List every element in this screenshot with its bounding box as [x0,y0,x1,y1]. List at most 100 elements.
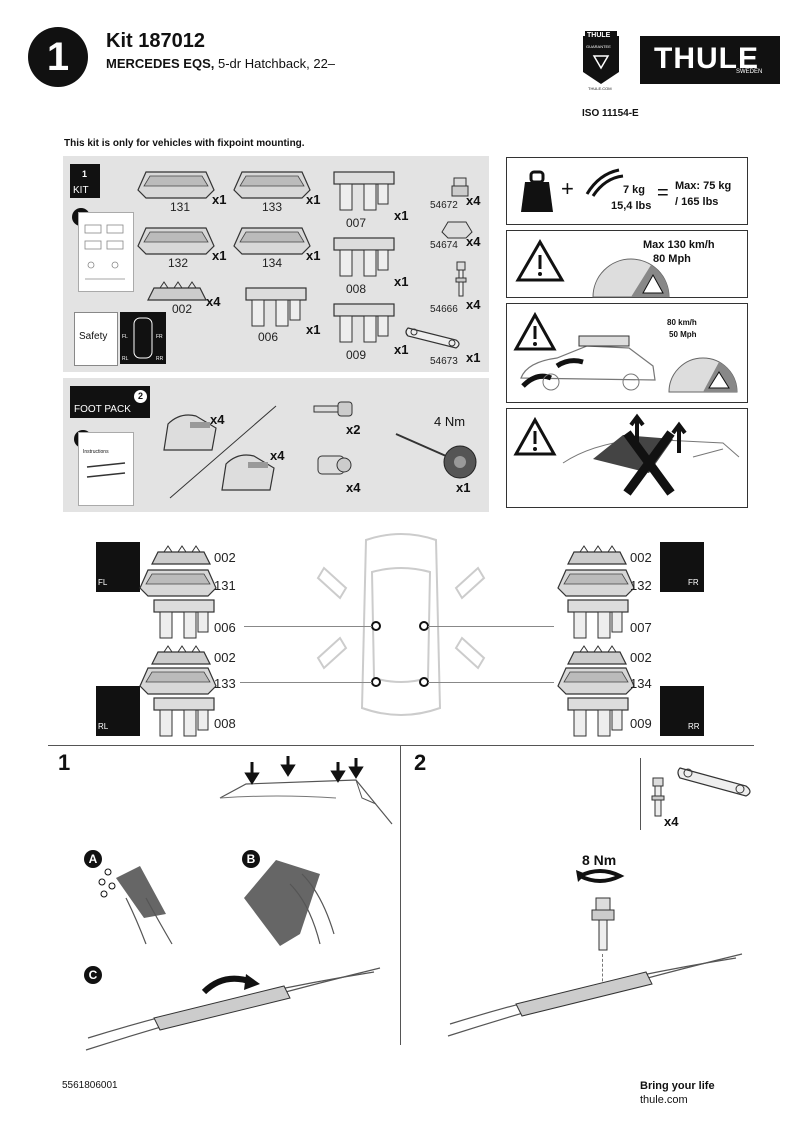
spray-clean-icon [98,866,173,945]
foot-2-icon [221,454,275,491]
fl-bracket-icon [153,599,215,639]
rl-corner-tile: RL [96,686,140,736]
pad-133-icon [233,171,311,199]
foot-1-qty: x4 [210,412,225,427]
fr-bracket-icon [567,599,629,639]
pad-132-icon [137,227,215,255]
vehicle-make: MERCEDES EQS, [106,56,215,71]
fl-foot-code: 131 [214,578,236,593]
fr-foot-code: 132 [630,578,652,593]
rl-foot-code: 133 [214,676,236,691]
step2-bolt-icon [591,897,615,951]
fl-label: FL [98,578,108,587]
bolt-54666-icon [455,261,467,297]
rl-pad-icon [151,645,211,665]
nut-54672-icon [451,177,469,197]
speedometer-icon [668,357,738,393]
pad-134-qty: x1 [306,248,321,263]
foot-pack-num: 2 [137,391,143,401]
warning-triangle-icon [513,311,557,351]
badge-brand: THULE [587,32,611,39]
car-roof-arrows-icon [219,756,393,825]
foot-pack-num-circle: 2 [134,390,147,403]
bracket-008-qty: x1 [394,274,409,289]
part-54672-qty: x4 [466,193,481,208]
foot-instruction-sheet: Instructions [78,432,134,506]
pad-002-code: 002 [172,302,193,316]
sheet-sketch-icon [84,224,125,280]
bracket-007-icon [333,171,395,211]
leader-line-rr [428,682,554,683]
wipe-cloth-icon [244,860,335,946]
logo-sub: SWEDEN [736,69,763,75]
mounting-notice: This kit is only for vehicles with fixpo… [64,138,305,149]
leader-line-fl [244,626,372,627]
rr-pad-icon [567,645,627,665]
rr-corner-tile: RR [660,686,704,736]
substep-b-label: B [246,852,256,866]
step2-torque: 8 Nm [582,852,617,868]
part-54673-qty: x1 [466,350,481,365]
corner-rr: RR [156,356,164,362]
loaded-speed-warning-box: 80 km/h 50 Mph [506,303,748,403]
loaded-speed-mph: 50 Mph [669,330,697,339]
badge-foot: THULE.COM [588,86,612,91]
mount-point-cover-icon [85,967,381,1051]
pad-131-icon [137,171,215,199]
leader-line-rl [240,682,372,683]
corner-rl: RL [122,356,129,362]
part-54674-code: 54674 [430,240,458,251]
kit-label: KIT [73,185,89,196]
bracket-009-code: 009 [346,348,367,362]
part-54666-qty: x4 [466,297,481,312]
bars-weight-lbs: 15,4 lbs [611,200,652,212]
max-load-lbs: / 165 lbs [675,196,719,208]
part-54673-code: 54673 [430,356,458,367]
steps-vertical-divider [400,745,401,1045]
foot-1-icon [163,414,217,451]
step1-number: 1 [58,750,71,775]
pad-002-icon [147,281,207,301]
rr-bracket-icon [567,697,629,737]
divider-line [169,405,277,499]
plate-icon [677,767,751,797]
max-load-kg: Max: 75 kg [675,180,732,192]
kit-title: Kit 187012 [106,30,205,52]
rr-label: RR [688,722,700,731]
bracket-009-qty: x1 [394,342,409,357]
thule-logo: THULE SWEDEN [640,36,780,84]
foot-pack-label: FOOT PACK [74,404,131,415]
step-circle: 1 [28,27,88,87]
rr-bracket-code: 009 [630,716,652,731]
rr-pad-code: 002 [630,650,652,665]
car-top-view [316,533,486,716]
step-number: 1 [46,35,70,79]
rr-foot-code: 134 [630,676,652,691]
warning-triangle-icon [515,239,565,282]
bars-weight-kg: 7 kg [623,184,646,196]
guarantee-badge-icon [583,31,619,84]
fl-bracket-code: 006 [214,620,236,635]
fl-corner-tile: FL [96,542,140,592]
part-54674-qty: x4 [466,234,481,249]
bolt-icon [651,777,665,817]
max-speed-kmh: Max 130 km/h [643,239,715,251]
plate-54673-icon [405,327,460,349]
instructions-text: Instructions [83,449,109,455]
loaded-speed-kmh: 80 km/h [667,318,697,327]
bracket-006-code: 006 [258,330,279,344]
rl-label: RL [98,722,109,731]
pad-132-code: 132 [168,256,189,270]
pad-002-qty: x4 [206,294,221,309]
kit-num: 1 [82,169,88,179]
pad-134-icon [233,227,311,255]
iso-label: ISO 11154-E [582,108,639,119]
leader-line-fr [428,626,554,627]
key-icon [313,401,353,417]
pad-133-qty: x1 [306,192,321,207]
bracket-009-icon [333,303,395,343]
rl-bracket-code: 008 [214,716,236,731]
foot-pack-tag: FOOT PACK 2 [70,386,150,418]
part-54666-code: 54666 [430,304,458,315]
fr-pad-code: 002 [630,550,652,565]
